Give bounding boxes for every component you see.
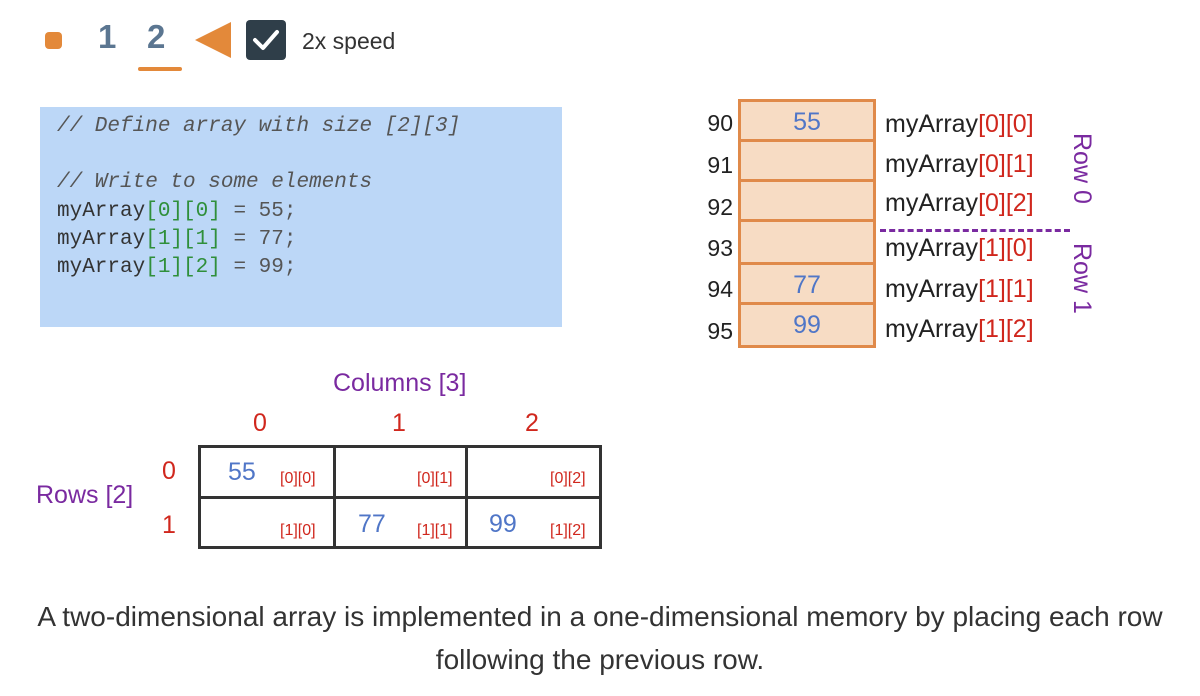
code-operator: = (220, 200, 259, 223)
memory-cell (741, 142, 873, 182)
row-header: 0 (162, 457, 176, 485)
memory-address: 92 (707, 194, 733, 220)
code-index: [1][2] (145, 256, 221, 279)
array-name: myArray (885, 189, 979, 217)
memory-address: 95 (707, 318, 733, 344)
array-name: myArray (885, 275, 979, 303)
play-backward-icon[interactable] (193, 20, 233, 60)
memory-cell (741, 182, 873, 222)
row-index: [0] (978, 189, 1006, 217)
grid-cell-index: [0][1] (417, 470, 453, 487)
col-index: [0] (1005, 110, 1034, 138)
memory-cell (741, 224, 873, 265)
grid-cell-index: [0][2] (550, 470, 586, 487)
grid-line (201, 496, 599, 499)
array-name: myArray (885, 110, 979, 138)
row-index: [1] (978, 234, 1006, 262)
memory-address: 93 (707, 235, 733, 261)
code-statement: myArray[0][0] = 55; (57, 200, 296, 223)
code-statement: myArray[1][2] = 99; (57, 256, 296, 279)
code-value: 77; (258, 228, 297, 251)
caption: A two-dimensional array is implemented i… (37, 601, 1163, 675)
grid-cell-index: [1][2] (550, 522, 586, 539)
memory-label: myArray[1][1] (885, 275, 1034, 304)
code-value: 99; (258, 256, 297, 279)
code-index: [0][0] (145, 200, 221, 223)
code-var: myArray (57, 200, 146, 223)
memory-cell: 99 (793, 311, 821, 339)
memory-label: myArray[1][2] (885, 315, 1034, 344)
stop-button[interactable] (45, 32, 62, 49)
rows-title: Rows [2] (36, 481, 134, 509)
memory-label: myArray[1][0] (885, 234, 1034, 263)
memory-address: 94 (707, 276, 733, 302)
speed-label: 2x speed (302, 28, 396, 54)
row-index: [1] (978, 315, 1006, 343)
grid-cell-index: [1][1] (417, 522, 453, 539)
memory-cell: 77 (741, 265, 873, 305)
checkmark-icon (253, 30, 279, 50)
row-0-label: Row 0 (1068, 133, 1096, 204)
code-index: [1][1] (145, 228, 221, 251)
row-index: [1] (978, 275, 1006, 303)
code-operator: = (220, 228, 259, 251)
col-index: [1] (1005, 275, 1034, 303)
columns-title: Columns [3] (333, 369, 467, 397)
array-name: myArray (885, 150, 979, 178)
memory-block: 55 77 99 (738, 99, 876, 348)
grid-cell-value: 99 (489, 510, 517, 538)
col-index: [2] (1005, 315, 1034, 343)
grid-cell-value: 55 (228, 458, 256, 486)
code-operator: = (220, 256, 259, 279)
step-2-button[interactable]: 2 (147, 18, 166, 55)
grid-cell-value: 77 (358, 510, 386, 538)
row-1-label: Row 1 (1068, 243, 1096, 314)
code-panel (40, 107, 562, 327)
column-header: 2 (525, 409, 539, 437)
code-value: 55; (258, 200, 297, 223)
row-divider (880, 229, 1070, 232)
memory-address: 91 (707, 152, 733, 178)
row-header: 1 (162, 511, 176, 539)
speed-checkbox[interactable] (246, 20, 286, 60)
code-statement: myArray[1][1] = 77; (57, 228, 296, 251)
array-grid: 55 [0][0] [0][1] [0][2] [1][0] 77 [1][1]… (198, 445, 602, 549)
col-index: [2] (1005, 189, 1034, 217)
memory-address: 90 (707, 110, 733, 136)
column-header: 0 (253, 409, 267, 437)
array-name: myArray (885, 234, 979, 262)
code-comment: // Write to some elements (57, 171, 373, 194)
memory-label: myArray[0][0] (885, 110, 1034, 139)
grid-cell-index: [1][0] (280, 522, 316, 539)
row-index: [0] (978, 110, 1006, 138)
memory-label: myArray[0][1] (885, 150, 1034, 179)
current-step-indicator (138, 67, 182, 71)
array-name: myArray (885, 315, 979, 343)
code-comment: // Define array with size [2][3] (57, 115, 461, 138)
row-index: [0] (978, 150, 1006, 178)
code-var: myArray (57, 228, 146, 251)
code-var: myArray (57, 256, 146, 279)
grid-cell-index: [0][0] (280, 470, 316, 487)
memory-cell: 55 (741, 102, 873, 142)
memory-label: myArray[0][2] (885, 189, 1034, 218)
column-header: 1 (392, 409, 406, 437)
step-1-button[interactable]: 1 (98, 18, 117, 55)
col-index: [0] (1005, 234, 1034, 262)
col-index: [1] (1005, 150, 1034, 178)
